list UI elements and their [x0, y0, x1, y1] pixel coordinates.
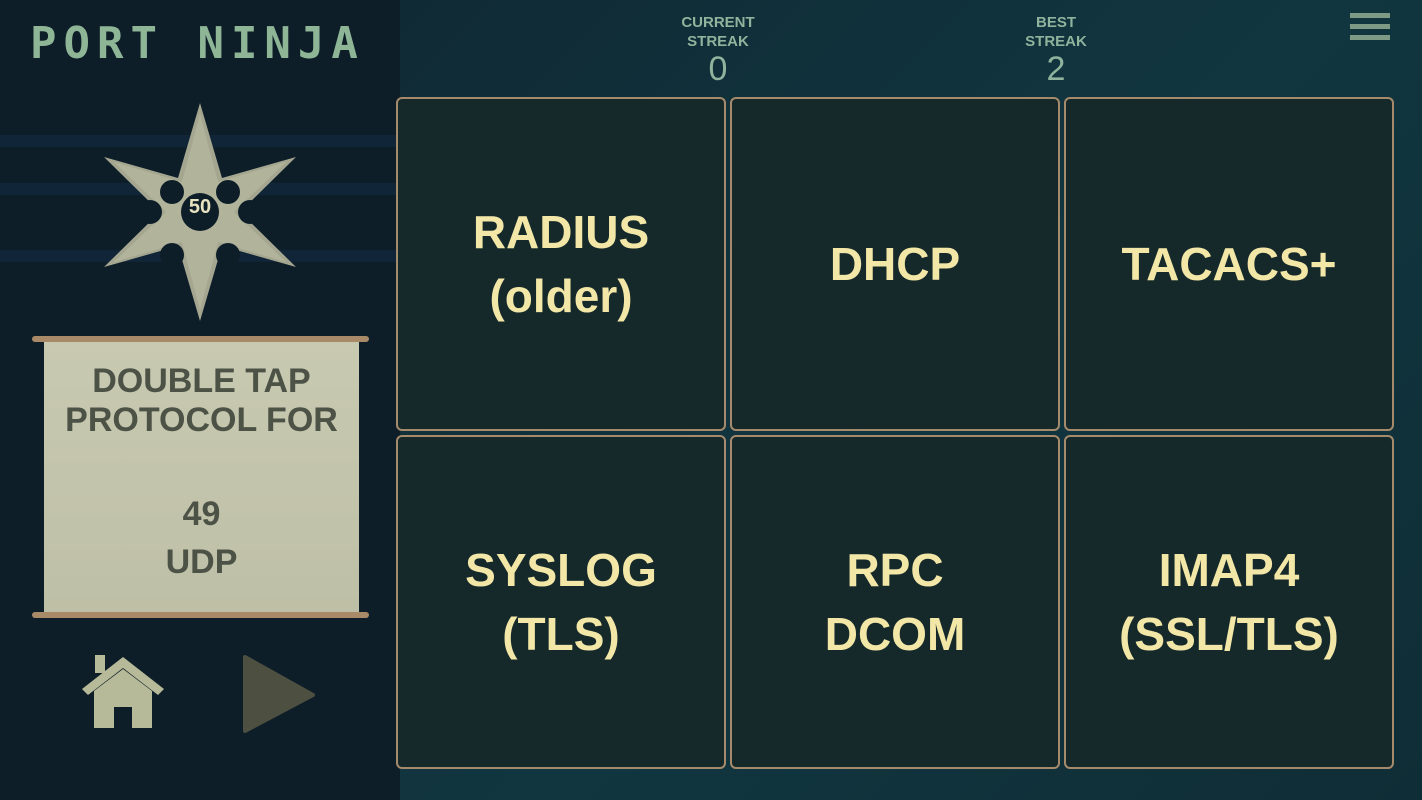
home-icon[interactable]: [80, 655, 166, 729]
answer-grid: RADIUS(older) DHCP TACACS+ SYSLOG(TLS) R…: [396, 97, 1394, 769]
answer-option[interactable]: DHCP: [730, 97, 1060, 431]
current-streak-value: 0: [708, 50, 728, 88]
current-streak: CURRENT STREAK 0: [658, 13, 778, 87]
app-title: PORT NINJA: [30, 18, 365, 69]
answer-option[interactable]: SYSLOG(TLS): [396, 435, 726, 769]
prompt-scroll: DOUBLE TAP PROTOCOL FOR 49 UDP: [44, 342, 359, 614]
play-icon[interactable]: [243, 653, 315, 733]
prompt-port: 49: [182, 495, 221, 533]
answer-option[interactable]: TACACS+: [1064, 97, 1394, 431]
scroll-rod-bottom: [32, 612, 369, 618]
scroll-rod-top: [32, 336, 369, 342]
prompt-line-2: PROTOCOL FOR: [65, 401, 338, 439]
best-streak: BEST STREAK 2: [996, 13, 1116, 87]
shuriken-count: 50: [188, 196, 212, 218]
prompt-transport: UDP: [165, 543, 238, 581]
answer-option[interactable]: RADIUS(older): [396, 97, 726, 431]
menu-icon[interactable]: [1350, 13, 1390, 40]
shuriken-icon: [104, 103, 296, 321]
answer-option[interactable]: IMAP4(SSL/TLS): [1064, 435, 1394, 769]
best-streak-value: 2: [1046, 50, 1066, 88]
prompt-line-1: DOUBLE TAP: [92, 362, 311, 400]
